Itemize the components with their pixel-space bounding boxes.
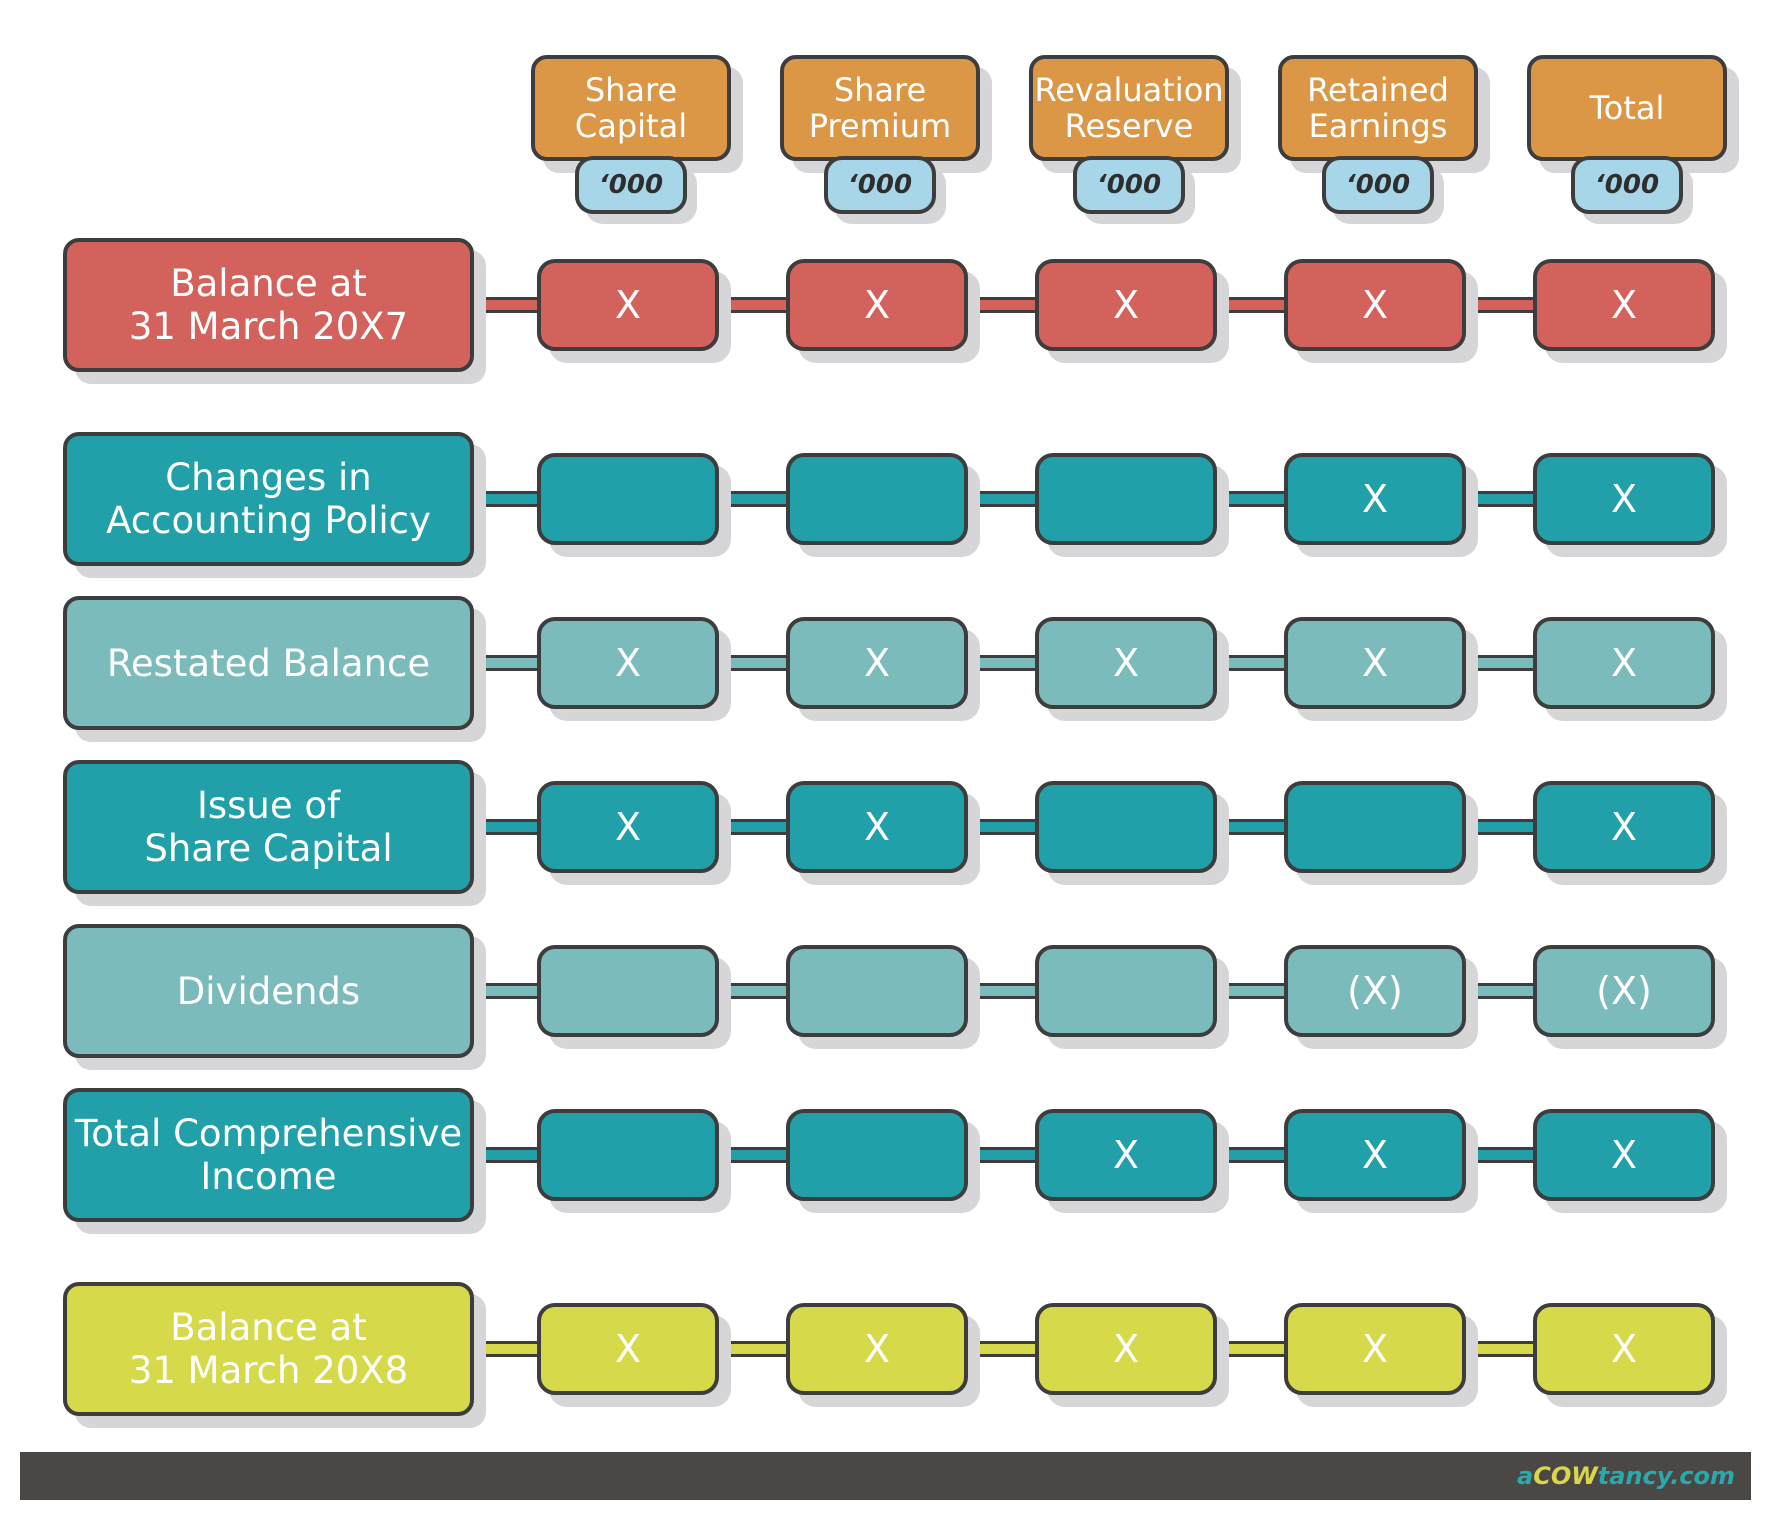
cell-dividends-revaluation-reserve (1035, 945, 1217, 1037)
cell-changes-in-accounting-policy-retained-earnings: X (1284, 453, 1466, 545)
cell-restated-balance-share-capital: X (537, 617, 719, 709)
cell-issue-of-share-capital-total: X (1533, 781, 1715, 873)
brand-logo[interactable]: aCOWtancy.com (1517, 1458, 1735, 1494)
cell-dividends-total: (X) (1533, 945, 1715, 1037)
cell-balance-at-31-march-20x7-share-premium: X (786, 259, 968, 351)
column-header-total: Total (1527, 55, 1727, 161)
cell-balance-at-31-march-20x8-share-premium: X (786, 1303, 968, 1395)
cell-dividends-share-premium (786, 945, 968, 1037)
cell-balance-at-31-march-20x7-retained-earnings: X (1284, 259, 1466, 351)
row-label-issue-of-share-capital: Issue of Share Capital (63, 760, 474, 894)
cell-restated-balance-total: X (1533, 617, 1715, 709)
column-unit-badge: ‘000 (1322, 156, 1434, 214)
cell-total-comprehensive-income-revaluation-reserve: X (1035, 1109, 1217, 1201)
cell-issue-of-share-capital-share-capital: X (537, 781, 719, 873)
column-unit-badge: ‘000 (824, 156, 936, 214)
row-label-total-comprehensive-income: Total Comprehensive Income (63, 1088, 474, 1222)
cell-issue-of-share-capital-retained-earnings (1284, 781, 1466, 873)
column-unit-badge: ‘000 (1571, 156, 1683, 214)
cell-changes-in-accounting-policy-revaluation-reserve (1035, 453, 1217, 545)
cell-balance-at-31-march-20x7-total: X (1533, 259, 1715, 351)
cell-balance-at-31-march-20x7-revaluation-reserve: X (1035, 259, 1217, 351)
cell-changes-in-accounting-policy-share-premium (786, 453, 968, 545)
cell-issue-of-share-capital-share-premium: X (786, 781, 968, 873)
cell-total-comprehensive-income-total: X (1533, 1109, 1715, 1201)
column-header-revaluation-reserve: Revaluation Reserve (1029, 55, 1229, 161)
column-unit-badge: ‘000 (575, 156, 687, 214)
column-header-retained-earnings: Retained Earnings (1278, 55, 1478, 161)
cell-issue-of-share-capital-revaluation-reserve (1035, 781, 1217, 873)
row-label-dividends: Dividends (63, 924, 474, 1058)
cell-balance-at-31-march-20x8-share-capital: X (537, 1303, 719, 1395)
cell-restated-balance-share-premium: X (786, 617, 968, 709)
cell-total-comprehensive-income-share-premium (786, 1109, 968, 1201)
cell-balance-at-31-march-20x8-total: X (1533, 1303, 1715, 1395)
cell-restated-balance-retained-earnings: X (1284, 617, 1466, 709)
cell-changes-in-accounting-policy-total: X (1533, 453, 1715, 545)
cell-total-comprehensive-income-retained-earnings: X (1284, 1109, 1466, 1201)
cell-balance-at-31-march-20x8-retained-earnings: X (1284, 1303, 1466, 1395)
cell-balance-at-31-march-20x8-revaluation-reserve: X (1035, 1303, 1217, 1395)
brand-suffix: tancy.com (1597, 1462, 1735, 1490)
cell-balance-at-31-march-20x7-share-capital: X (537, 259, 719, 351)
footer-bar: aCOWtancy.com (20, 1452, 1751, 1500)
row-label-changes-in-accounting-policy: Changes in Accounting Policy (63, 432, 474, 566)
row-label-balance-at-31-march-20x7: Balance at 31 March 20X7 (63, 238, 474, 372)
row-label-restated-balance: Restated Balance (63, 596, 474, 730)
brand-highlight: COW (1533, 1462, 1598, 1490)
column-header-share-capital: Share Capital (531, 55, 731, 161)
column-header-share-premium: Share Premium (780, 55, 980, 161)
cell-changes-in-accounting-policy-share-capital (537, 453, 719, 545)
brand-prefix: a (1517, 1462, 1534, 1490)
cell-dividends-share-capital (537, 945, 719, 1037)
cell-dividends-retained-earnings: (X) (1284, 945, 1466, 1037)
column-unit-badge: ‘000 (1073, 156, 1185, 214)
cell-restated-balance-revaluation-reserve: X (1035, 617, 1217, 709)
cell-total-comprehensive-income-share-capital (537, 1109, 719, 1201)
row-label-balance-at-31-march-20x8: Balance at 31 March 20X8 (63, 1282, 474, 1416)
